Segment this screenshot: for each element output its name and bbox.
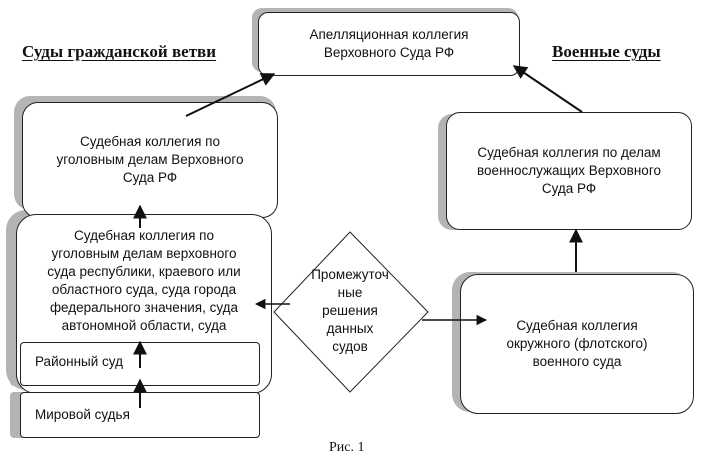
civil-courts-heading: Суды гражданской ветви [22, 42, 217, 61]
magistrate-box: Мировой судья [20, 392, 260, 438]
criminal-supreme-board-box: Судебная коллегия по уголовным делам Вер… [22, 102, 278, 218]
intermediate-decisions-label: Промежуточ ные решения данных судов [311, 267, 389, 354]
appeal-board-box: Апелляционная коллегия Верховного Суда Р… [258, 12, 520, 76]
military-supreme-board-box: Судебная коллегия по делам военнослужащи… [446, 112, 692, 230]
military-district-board-box: Судебная коллегия окружного (флотского) … [460, 274, 694, 414]
district-court-box: Районный суд [20, 342, 260, 386]
military-courts-heading: Военные суды [552, 42, 661, 61]
figure-caption: Рис. 1 [329, 440, 365, 455]
arrow-military-supreme-to-appeal [512, 65, 583, 113]
